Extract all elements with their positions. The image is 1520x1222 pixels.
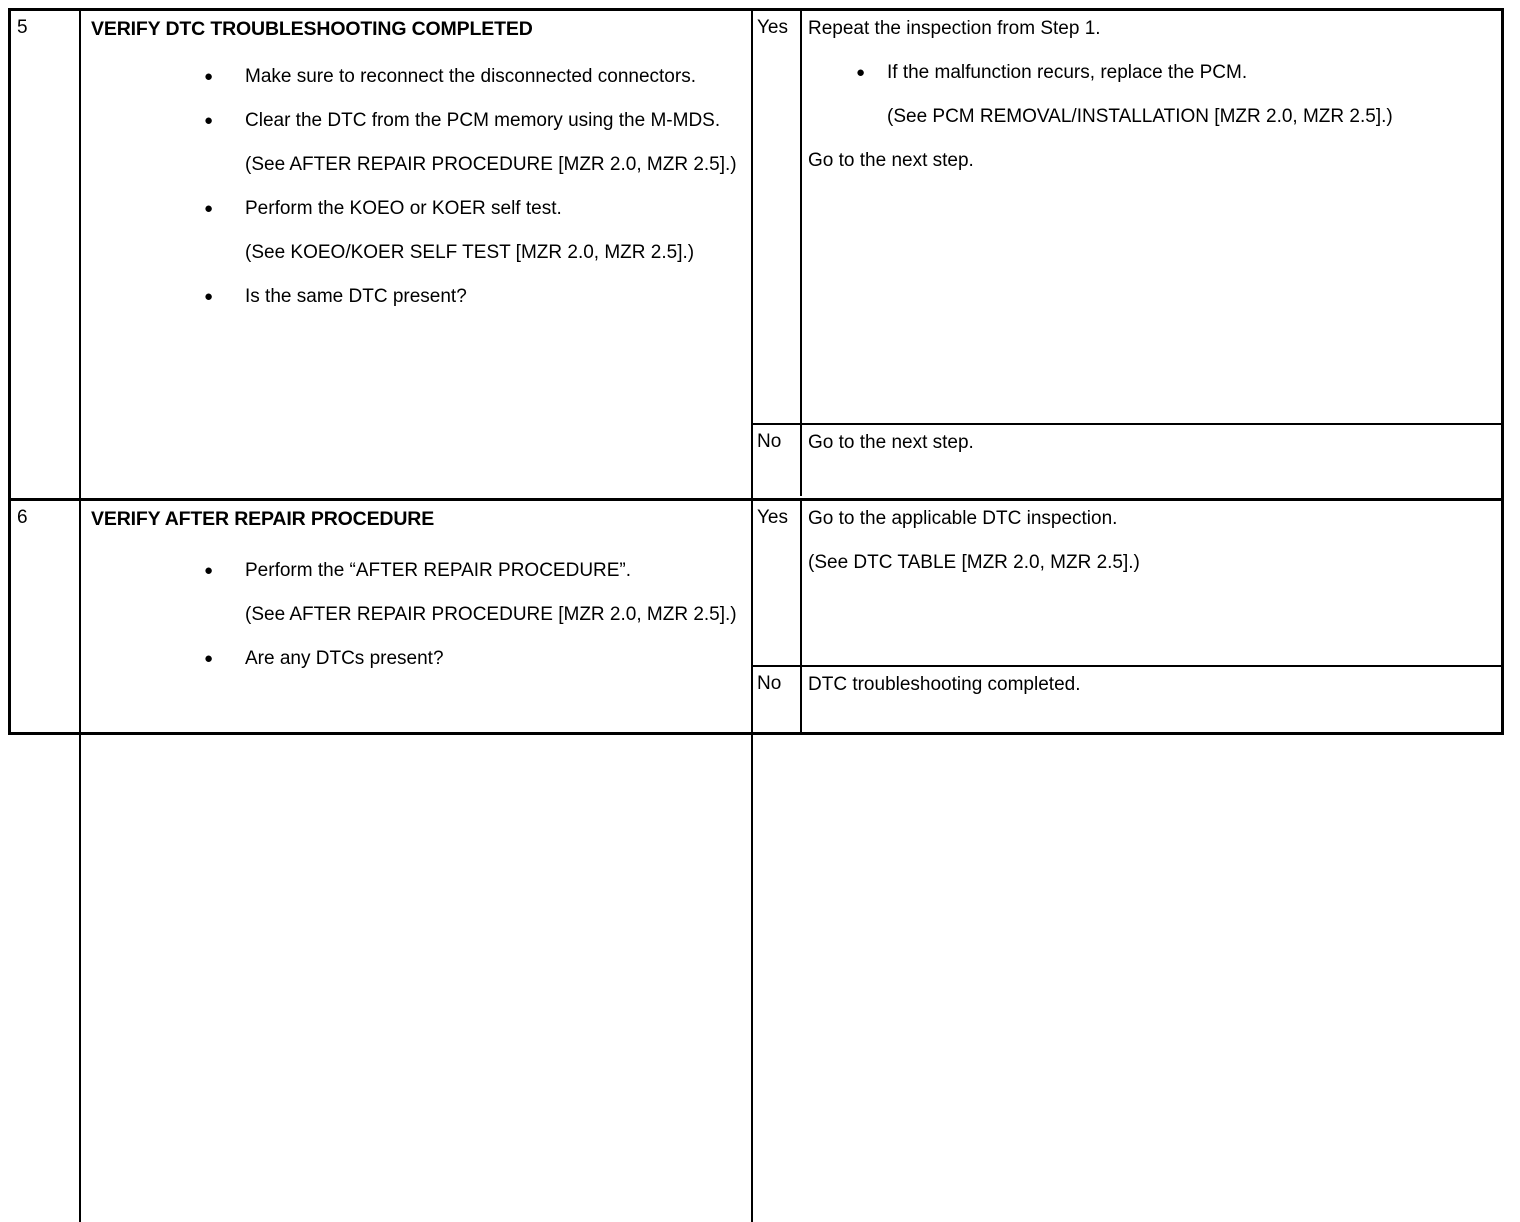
list-item: ● Is the same DTC present? <box>91 285 741 309</box>
bullet-icon: ● <box>204 288 214 305</box>
bullet-icon: ● <box>856 64 866 81</box>
result-row-yes: Yes Go to the applicable DTC inspection.… <box>753 501 1501 665</box>
reference-note: (See PCM REMOVAL/INSTALLATION [MZR 2.0, … <box>887 106 1393 127</box>
spacer <box>91 583 741 603</box>
step-number-cell: 5 <box>11 11 81 498</box>
result-detail-cell: Go to the next step. <box>802 425 1501 496</box>
list-item-text: Is the same DTC present? <box>245 286 467 307</box>
spacer <box>808 85 1493 105</box>
result-text: DTC troubleshooting completed. <box>808 674 1081 695</box>
spacer <box>91 177 741 197</box>
reference-note: (See KOEO/KOER SELF TEST [MZR 2.0, MZR 2… <box>245 242 695 263</box>
result-detail-cell: Repeat the inspection from Step 1. ● If … <box>802 11 1501 423</box>
result-text: Go to the next step. <box>808 150 974 171</box>
spacer <box>91 45 741 65</box>
page-canvas: 5 VERIFY DTC TROUBLESHOOTING COMPLETED ●… <box>8 8 1504 1222</box>
step-number: 5 <box>17 17 28 38</box>
spacer <box>808 41 1493 61</box>
answer-label: No <box>753 425 802 496</box>
step-results: Yes Repeat the inspection from Step 1. ●… <box>753 11 1501 498</box>
spacer <box>808 129 1493 149</box>
list-item-text: Clear the DTC from the PCM memory using … <box>245 110 721 131</box>
spacer <box>808 531 1493 551</box>
list-item: ● Clear the DTC from the PCM memory usin… <box>91 109 741 133</box>
step-results: Yes Go to the applicable DTC inspection.… <box>753 501 1501 1222</box>
troubleshooting-table: 5 VERIFY DTC TROUBLESHOOTING COMPLETED ●… <box>8 8 1504 1222</box>
result-detail-cell: DTC troubleshooting completed. <box>802 667 1501 735</box>
list-item: ● If the malfunction recurs, replace the… <box>808 61 1493 85</box>
bullet-icon: ● <box>204 68 214 85</box>
result-row-no: No DTC troubleshooting completed. <box>753 665 1501 735</box>
answer-label: No <box>753 667 802 735</box>
list-item: ● Perform the KOEO or KOER self test. <box>91 197 741 221</box>
list-item: ● Make sure to reconnect the disconnecte… <box>91 65 741 89</box>
list-item-text: Perform the “AFTER REPAIR PROCEDURE”. <box>245 560 632 581</box>
bullet-icon: ● <box>204 650 214 667</box>
list-item-text: Are any DTCs present? <box>245 648 444 669</box>
reference-note: (See AFTER REPAIR PROCEDURE [MZR 2.0, MZ… <box>245 154 737 175</box>
step-heading: VERIFY AFTER REPAIR PROCEDURE <box>91 508 435 530</box>
list-item-text: Perform the KOEO or KOER self test. <box>245 198 562 219</box>
step-number: 6 <box>17 507 28 528</box>
result-text: Repeat the inspection from Step 1. <box>808 18 1101 39</box>
step-heading: VERIFY DTC TROUBLESHOOTING COMPLETED <box>91 18 533 40</box>
spacer <box>91 627 741 647</box>
list-item: ● Perform the “AFTER REPAIR PROCEDURE”. <box>91 559 741 583</box>
step-action-cell: VERIFY DTC TROUBLESHOOTING COMPLETED ● M… <box>81 11 753 498</box>
spacer <box>91 221 741 241</box>
answer-label: Yes <box>753 11 802 423</box>
spacer <box>91 89 741 109</box>
result-row-no: No Go to the next step. <box>753 423 1501 496</box>
table-row: 5 VERIFY DTC TROUBLESHOOTING COMPLETED ●… <box>11 11 1501 498</box>
answer-label: Yes <box>753 501 802 665</box>
reference-note: (See AFTER REPAIR PROCEDURE [MZR 2.0, MZ… <box>245 604 737 625</box>
spacer <box>91 133 741 153</box>
result-text: Go to the applicable DTC inspection. <box>808 508 1118 529</box>
bullet-icon: ● <box>204 562 214 579</box>
list-item: ● Are any DTCs present? <box>91 647 741 671</box>
table-row: 6 VERIFY AFTER REPAIR PROCEDURE ● Perfor… <box>11 498 1501 1222</box>
result-detail-cell: Go to the applicable DTC inspection. (Se… <box>802 501 1501 665</box>
bullet-icon: ● <box>204 112 214 129</box>
list-item-text: Make sure to reconnect the disconnected … <box>245 66 696 87</box>
result-text: Go to the next step. <box>808 432 974 453</box>
spacer <box>91 265 741 285</box>
bullet-icon: ● <box>204 200 214 217</box>
reference-note: (See DTC TABLE [MZR 2.0, MZR 2.5].) <box>808 552 1140 573</box>
step-action-cell: VERIFY AFTER REPAIR PROCEDURE ● Perform … <box>81 501 753 1222</box>
list-item-text: If the malfunction recurs, replace the P… <box>887 62 1248 83</box>
result-row-yes: Yes Repeat the inspection from Step 1. ●… <box>753 11 1501 423</box>
spacer <box>91 535 741 559</box>
step-number-cell: 6 <box>11 501 81 1222</box>
